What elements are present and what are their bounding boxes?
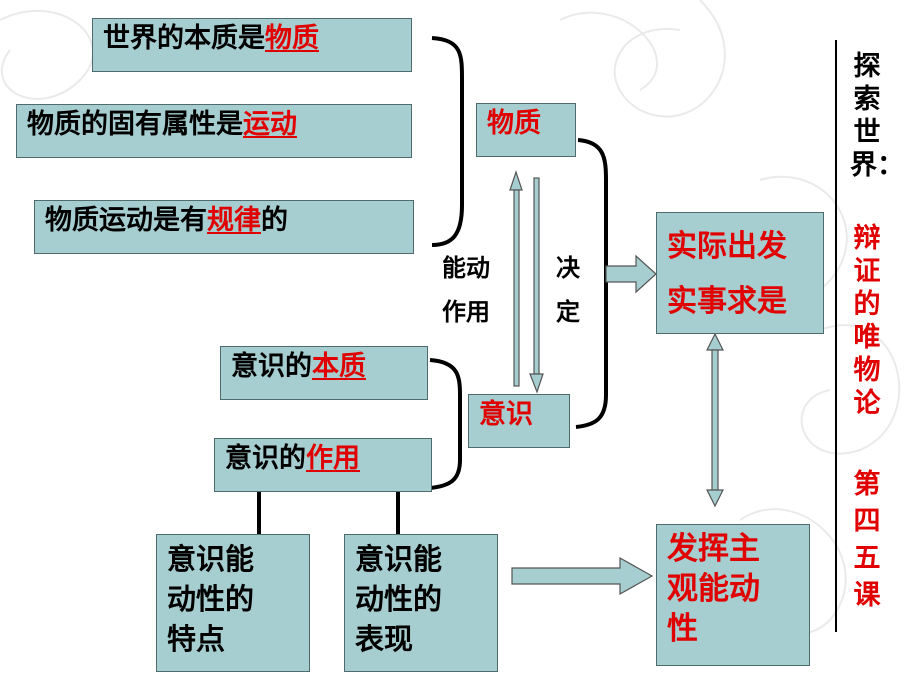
matter-consciousness-bracket <box>575 138 608 429</box>
matter-box: 物质 <box>476 103 576 157</box>
statement-world-essence: 世界的本质是物质 <box>92 18 412 72</box>
consciousness-bracket <box>429 358 462 490</box>
top-bracket <box>431 36 464 247</box>
active-role-arrow <box>509 170 523 387</box>
consciousness-role-key: 作用 <box>306 443 360 474</box>
features-box: 意识能 动性的 特点 <box>156 534 310 672</box>
active-role-label: 能动 作用 <box>442 254 490 326</box>
statement-matter-attribute: 物质的固有属性是运动 <box>16 104 412 158</box>
initiative-box: 发挥主 观能动 性 <box>656 524 810 666</box>
statement-motion-law: 物质运动是有规律的 <box>34 200 414 254</box>
side-title: 探索世界： <box>850 51 904 181</box>
side-lessons: 第四五课 <box>853 469 881 611</box>
consciousness-box: 意识 <box>468 394 570 448</box>
statement-motion-law-key: 规律 <box>207 205 261 236</box>
double-arrow <box>706 332 724 508</box>
manifestations-box: 意识能 动性的 表现 <box>344 534 498 672</box>
consciousness-role: 意识的作用 <box>214 438 432 492</box>
principle-box: 实际出发 实事求是 <box>656 212 824 334</box>
side-subtitle: 辩证的唯物论 <box>853 223 881 419</box>
to-principle-arrow <box>605 254 657 294</box>
determine-label: 决 定 <box>556 254 580 326</box>
to-initiative-arrow <box>511 556 654 596</box>
consciousness-essence-key: 本质 <box>312 351 366 382</box>
determine-arrow <box>529 177 544 394</box>
statement-matter-attribute-key: 运动 <box>243 109 297 140</box>
statement-world-essence-key: 物质 <box>265 23 319 54</box>
consciousness-essence: 意识的本质 <box>220 346 428 400</box>
